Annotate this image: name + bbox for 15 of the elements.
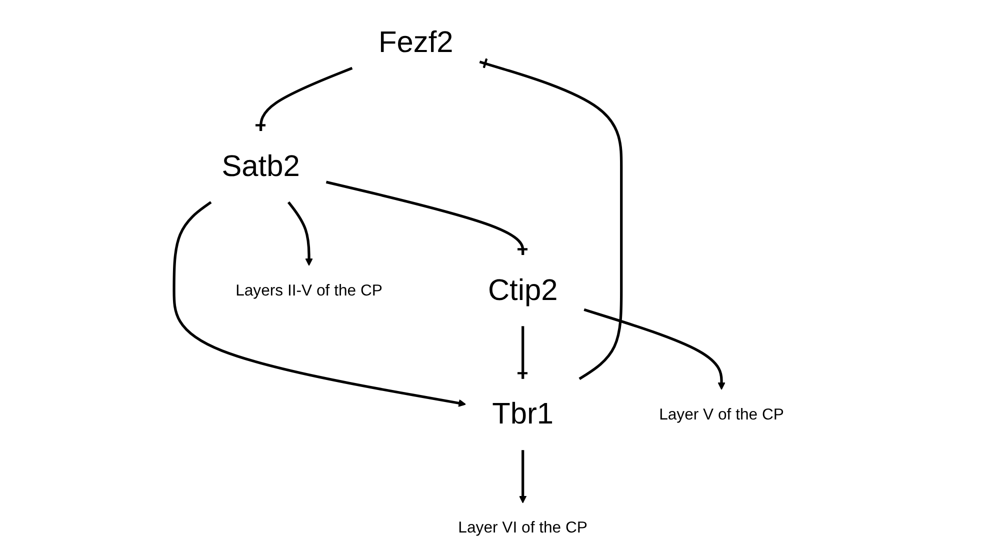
node-text: Satb2	[222, 149, 300, 183]
node-text: Layer VI of the CP	[458, 518, 588, 536]
node-text: Ctip2	[488, 273, 558, 307]
connector	[326, 180, 530, 255]
node-text: Fezf2	[378, 25, 454, 59]
connector	[516, 326, 530, 379]
arrow	[584, 308, 726, 390]
connector	[479, 56, 622, 380]
node-text: Layers II-V of the CP	[235, 281, 382, 299]
node-text: Layer V of the CP	[658, 405, 784, 423]
connector	[254, 66, 352, 131]
arrow	[287, 201, 313, 266]
arrow	[518, 450, 527, 504]
arrow	[172, 201, 466, 407]
node-text: Tbr1	[492, 397, 554, 431]
